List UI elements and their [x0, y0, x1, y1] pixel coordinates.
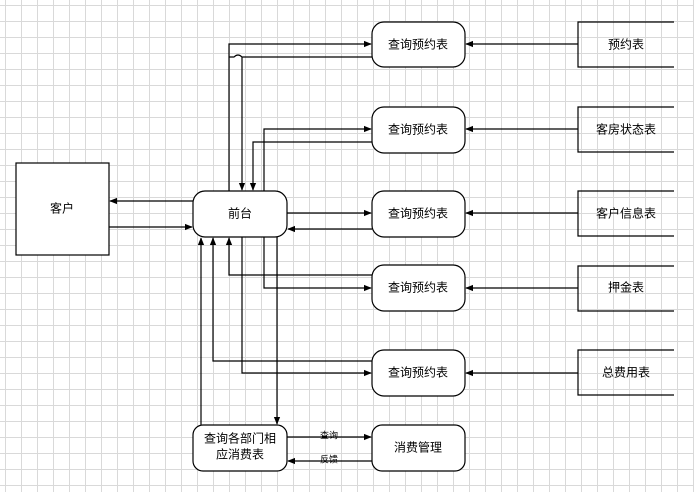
arrow-process4-to-frontdesk: [225, 237, 372, 276]
store-1: 预约表: [577, 21, 674, 68]
flow-label-feedback: 反馈: [320, 454, 338, 466]
arrow-frontdesk-to-process2: [263, 125, 372, 191]
store-1-label: 预约表: [608, 37, 644, 52]
arrow-process5-to-frontdesk: [209, 237, 372, 362]
store-5: 总费用表: [577, 349, 674, 396]
flow-label-query: 查询: [320, 430, 338, 442]
store-4-label: 押金表: [608, 280, 644, 295]
process-4-label: 查询预约表: [388, 280, 448, 295]
store-5-label: 总费用表: [602, 366, 650, 380]
arrow-frontdesk-to-process5: [241, 237, 372, 377]
dept-query-process: 查询各部门相 应消费表: [192, 424, 288, 472]
process-3: 查询预约表: [371, 190, 466, 238]
front-desk-process: 前台: [192, 190, 288, 238]
process-4: 查询预约表: [371, 264, 466, 312]
dept-query-line2: 应消费表: [216, 447, 264, 462]
arrow-frontdesk-to-process1: [228, 40, 372, 191]
customer-label: 客户: [50, 201, 74, 216]
process-5-label: 查询预约表: [388, 365, 448, 380]
arrow-process2-to-frontdesk: [249, 141, 372, 191]
store-4: 押金表: [577, 265, 674, 312]
customer-entity: 客户: [15, 162, 110, 256]
front-desk-label: 前台: [228, 206, 252, 221]
store-3-label: 客户信息表: [596, 206, 656, 221]
process-2: 查询预约表: [371, 106, 466, 154]
store-2-label: 客房状态表: [596, 122, 656, 137]
process-3-label: 查询预约表: [388, 206, 448, 221]
arrow-process1-to-frontdesk: [229, 54, 372, 58]
store-2: 客房状态表: [577, 106, 674, 153]
dept-query-line1: 查询各部门相: [204, 431, 276, 446]
process-5: 查询预约表: [371, 349, 466, 397]
process-1: 查询预约表: [371, 21, 466, 68]
consumption-process: 消费管理: [371, 424, 466, 472]
consumption-label: 消费管理: [394, 440, 442, 455]
process-2-label: 查询预约表: [388, 122, 448, 137]
store-3: 客户信息表: [577, 190, 674, 237]
arrow-frontdesk-to-process4: [263, 237, 372, 292]
process-1-label: 查询预约表: [388, 37, 448, 52]
